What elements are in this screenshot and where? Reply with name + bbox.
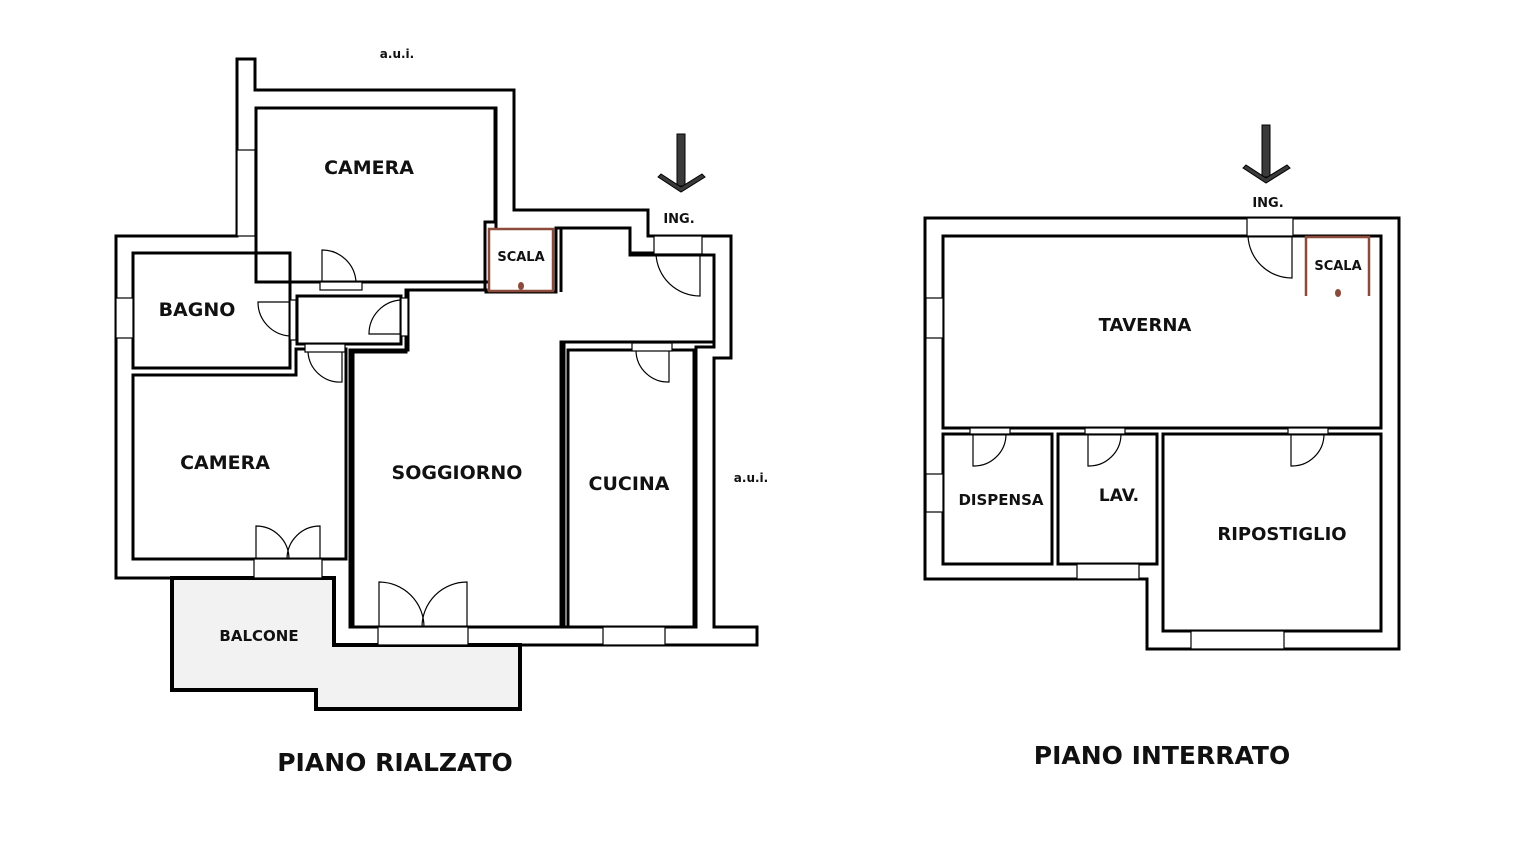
room-label-cucina: CUCINA <box>589 473 670 495</box>
floor-title-ground: PIANO RIALZATO <box>277 748 513 777</box>
room-label-soggiorno: SOGGIORNO <box>392 462 523 484</box>
entrance-opening-basement <box>1246 217 1294 237</box>
room-label-ripostiglio: RIPOSTIGLIO <box>1217 524 1346 545</box>
door-swing <box>319 249 363 291</box>
room-label-taverna: TAVERNA <box>1099 315 1192 336</box>
window-opening <box>925 297 944 339</box>
door-swing <box>631 342 673 383</box>
window-opening <box>377 626 469 646</box>
stair-box-ground <box>487 227 555 293</box>
window-opening <box>253 558 323 579</box>
door-swing <box>368 297 409 337</box>
neighbor-label-top: a.u.i. <box>380 47 414 61</box>
room-label-scala-ground: SCALA <box>497 250 544 265</box>
neighbor-label-right: a.u.i. <box>734 471 768 485</box>
entrance-opening-ground <box>653 235 703 255</box>
room-label-dispensa: DISPENSA <box>958 491 1043 509</box>
entrance-arrow-icon <box>1242 124 1291 184</box>
entrance-arrow-icon <box>657 133 706 193</box>
stair-box-basement <box>1304 235 1371 296</box>
door-swing <box>969 427 1011 467</box>
corridor-room <box>295 294 403 346</box>
entrance-label-basement: ING. <box>1252 196 1283 211</box>
door-swing <box>1287 427 1329 467</box>
basement-outer-wall <box>923 216 1401 651</box>
room-label-bagno: BAGNO <box>159 299 236 321</box>
room-label-lav: LAV. <box>1099 486 1139 506</box>
ground-floor-outer-wall <box>114 57 759 647</box>
soggiorno-room <box>351 226 716 629</box>
ground-floor-inner-wall <box>255 106 716 629</box>
camera-left-room <box>131 347 348 561</box>
window-opening <box>1076 563 1140 580</box>
basement-floor-plan: TAVERNA DISPENSA LAV. RIPOSTIGLIO SCALA … <box>923 124 1401 770</box>
stair-marker-basement <box>1335 289 1341 297</box>
stair-marker-ground <box>518 282 524 290</box>
entrance-label-ground: ING. <box>663 212 694 227</box>
window-opening <box>602 626 666 646</box>
camera-top-room <box>254 106 498 284</box>
floor-title-basement: PIANO INTERRATO <box>1034 741 1290 770</box>
room-label-balcone: BALCONE <box>219 627 298 645</box>
door-swing <box>257 299 297 341</box>
window-opening <box>925 473 944 513</box>
french-door <box>378 581 468 628</box>
room-label-camera-left: CAMERA <box>180 452 270 474</box>
door-swing <box>304 343 346 383</box>
door-swing <box>655 253 701 297</box>
window-opening <box>115 297 134 339</box>
door-swing <box>1247 235 1293 279</box>
ground-floor-plan: CAMERA BAGNO CAMERA SOGGIORNO CUCINA BAL… <box>114 47 768 777</box>
french-door <box>255 525 321 560</box>
door-swing <box>1084 427 1126 467</box>
window-opening <box>1190 630 1285 650</box>
window-opening <box>236 149 256 237</box>
room-label-camera-top: CAMERA <box>324 157 414 179</box>
room-label-scala-basement: SCALA <box>1314 259 1361 274</box>
